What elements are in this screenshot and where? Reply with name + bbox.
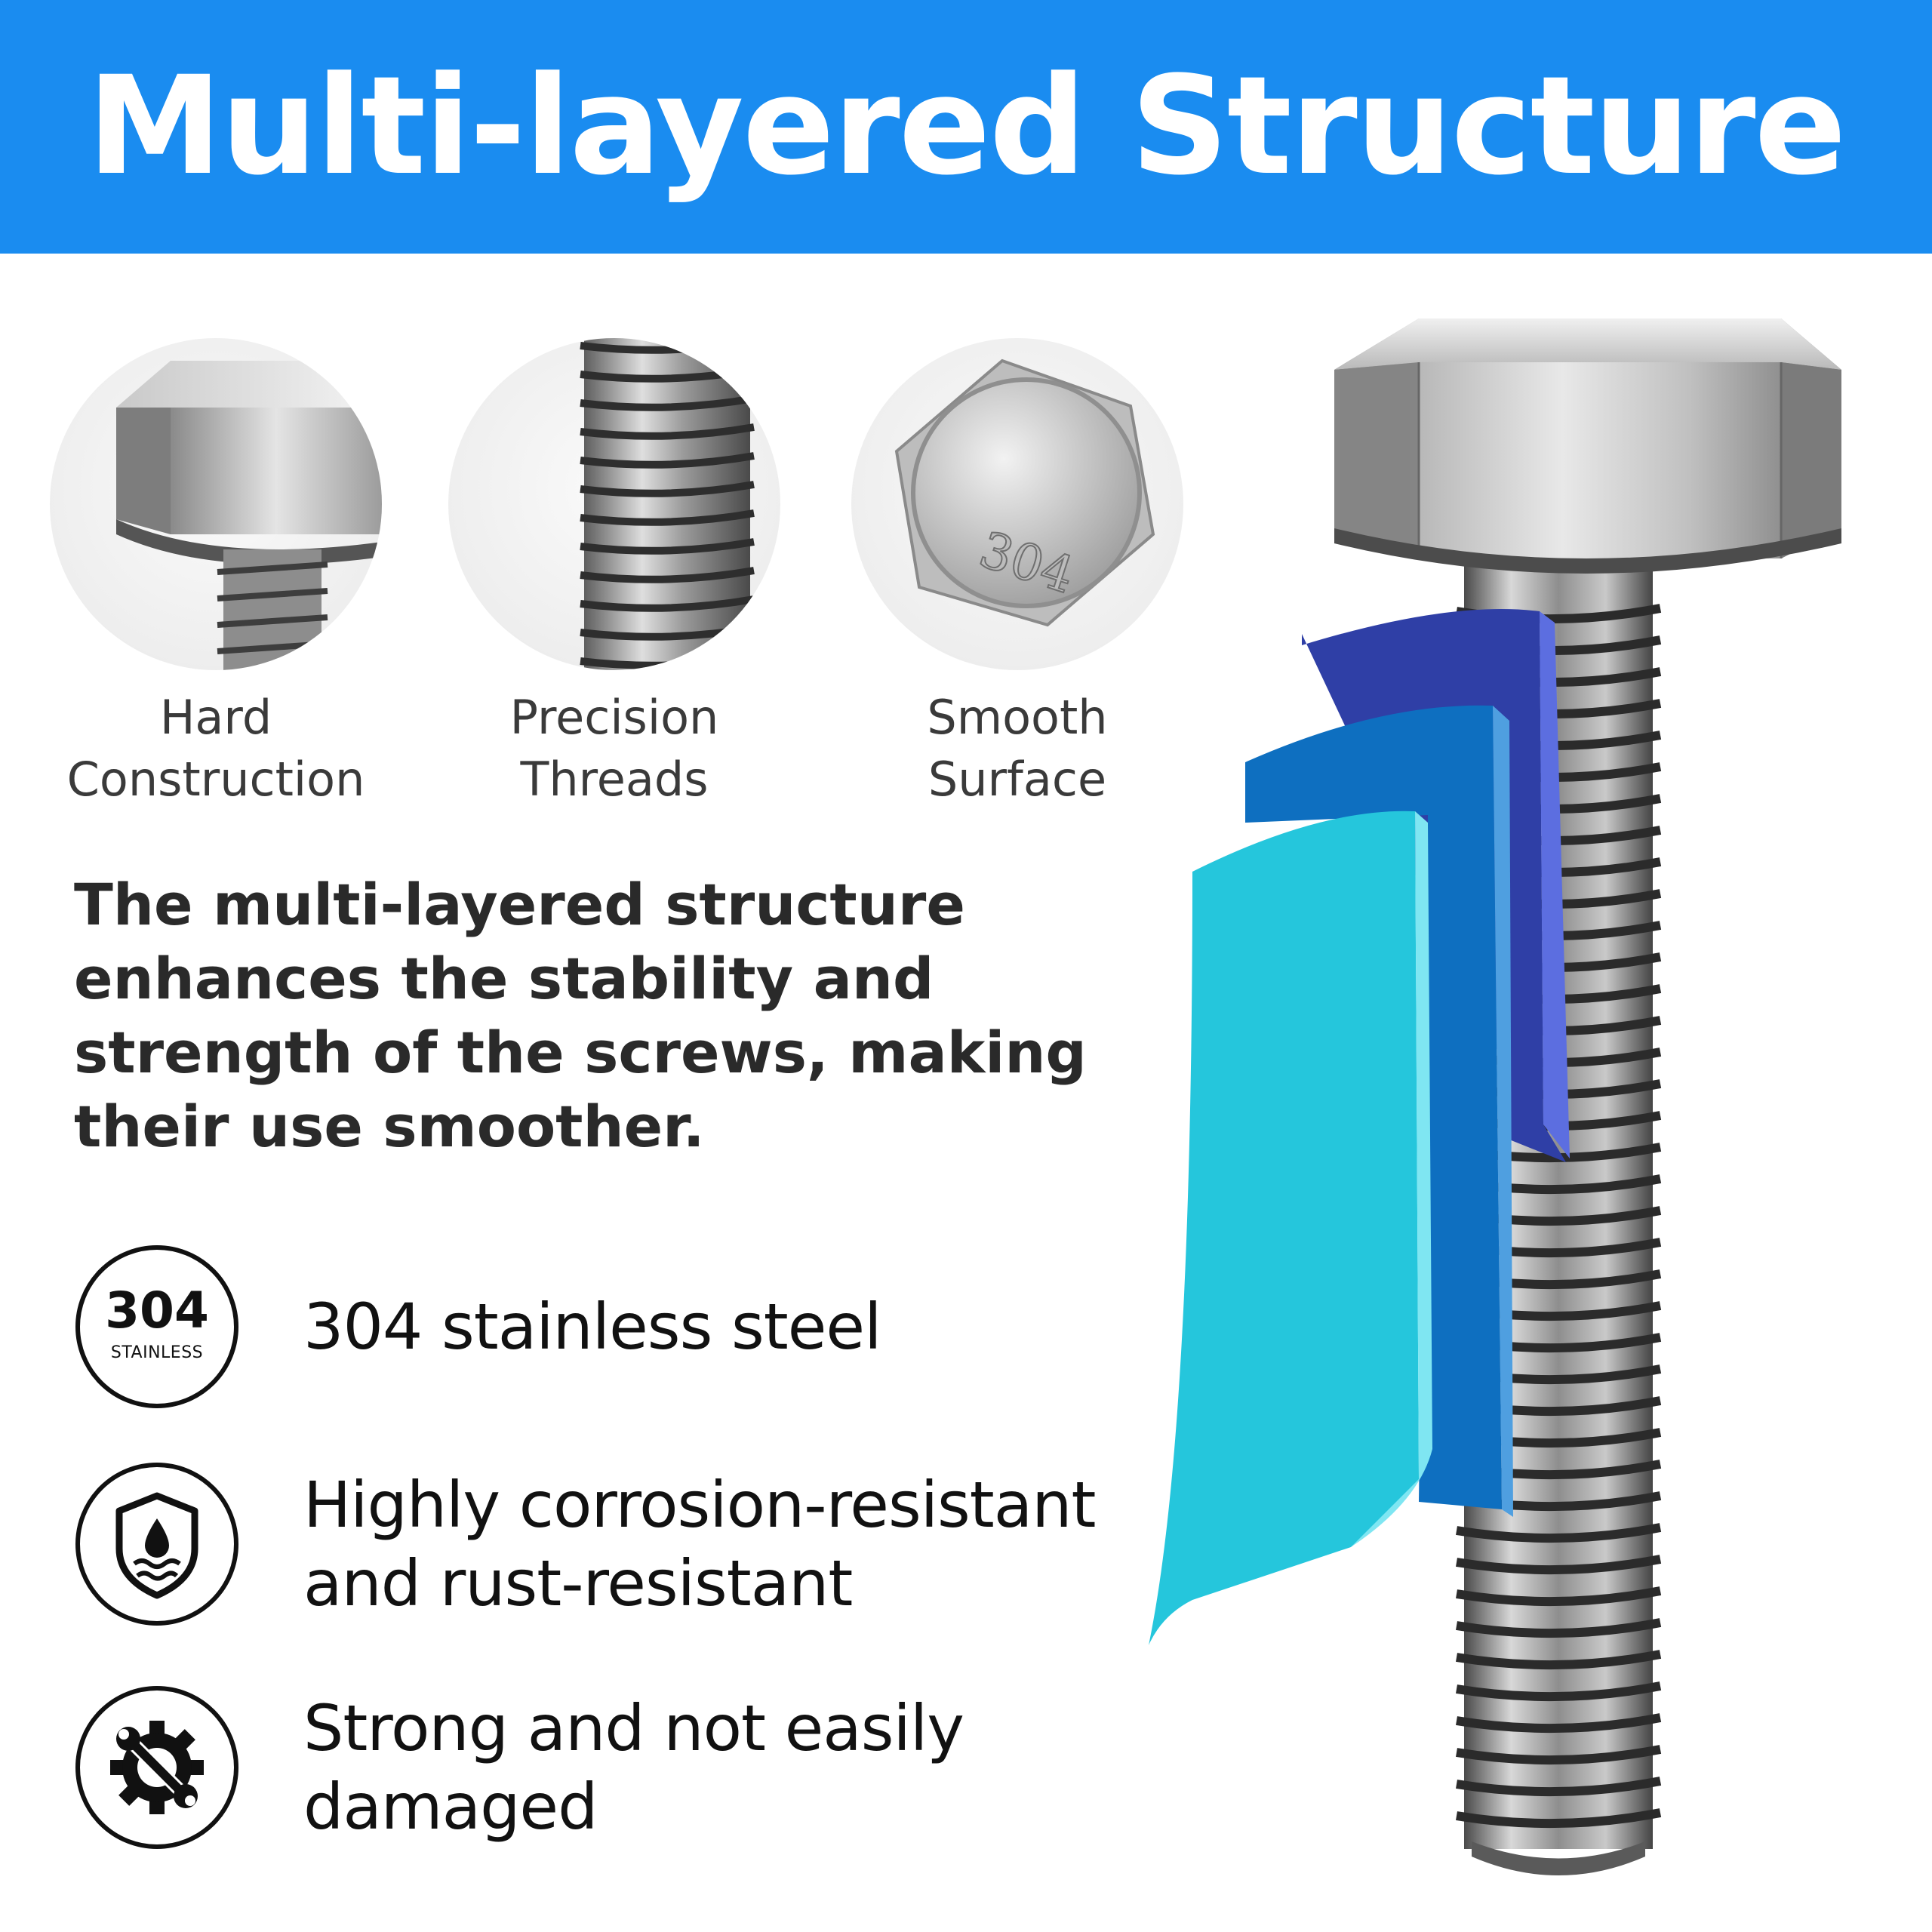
page-title: Multi-layered Structure (87, 48, 1846, 205)
spec-text: 304 stainless steel (303, 1290, 881, 1364)
bolt-head-closeup-image (50, 338, 382, 670)
gear-wrench-icon (75, 1686, 238, 1849)
shield-water-drop-icon (75, 1463, 238, 1626)
hex-head-top-image: 304 (851, 338, 1183, 670)
lead-paragraph: The multi-layered structure enhances the… (74, 871, 1087, 1160)
layer-middle (1245, 705, 1502, 1510)
title-banner: Multi-layered Structure (0, 0, 1932, 254)
304-stainless-badge-icon: 304 STAINLESS (75, 1245, 238, 1408)
spec-304-stainless: 304 STAINLESS 304 stainless steel (75, 1245, 881, 1408)
bolt-illustration (1149, 318, 1841, 1875)
layer-outer (1149, 811, 1419, 1645)
thread-closeup-image (448, 338, 780, 670)
